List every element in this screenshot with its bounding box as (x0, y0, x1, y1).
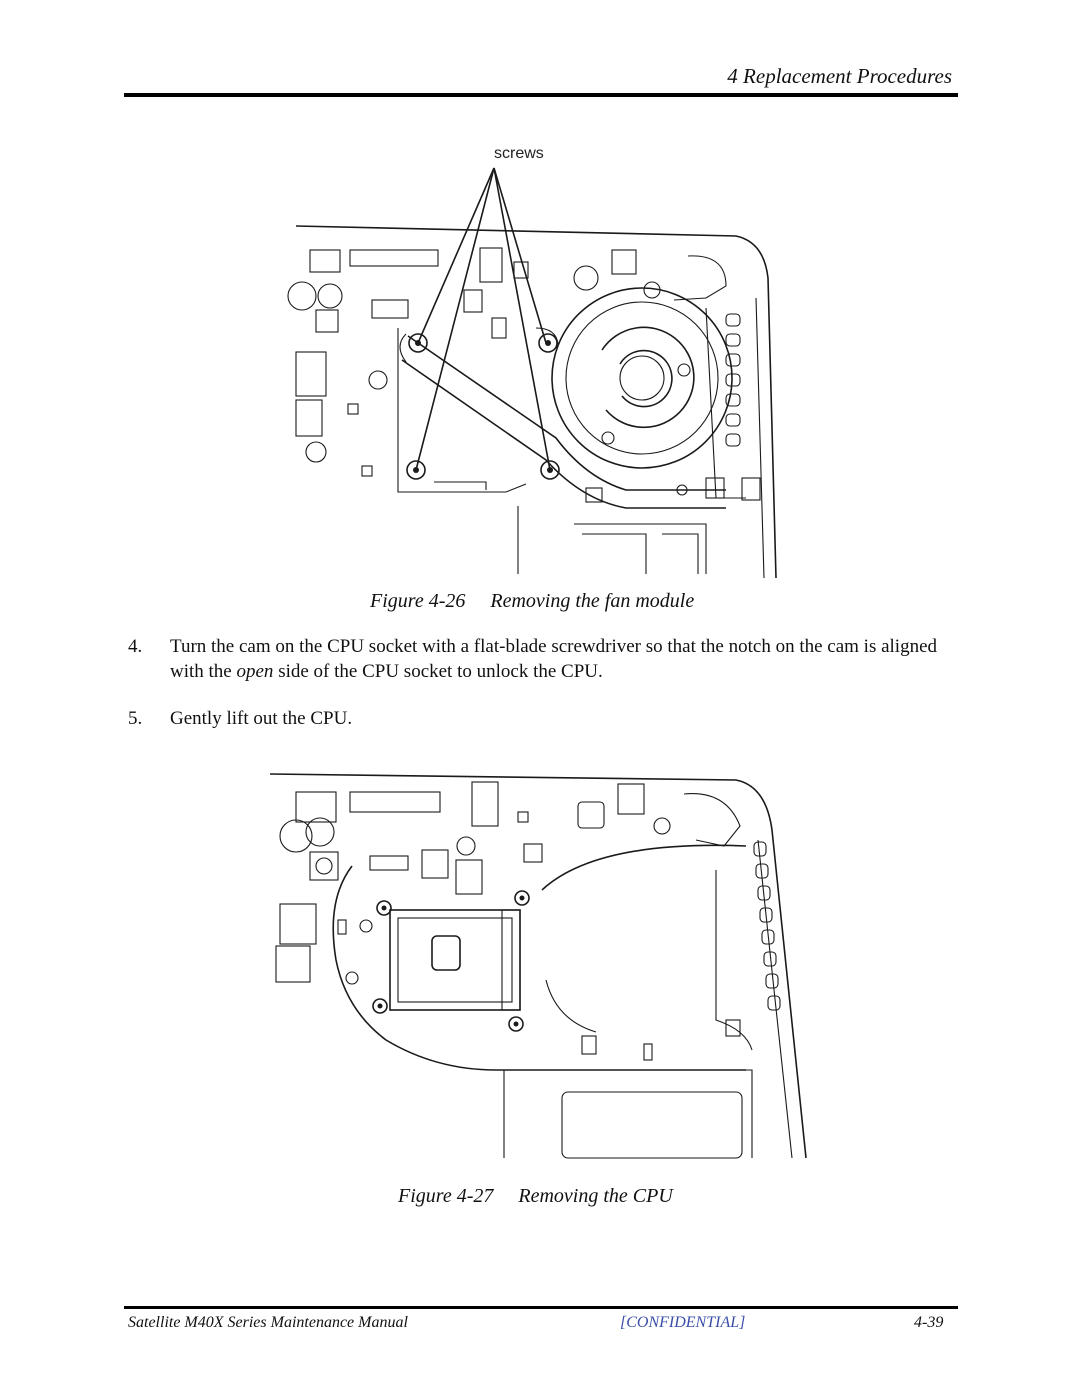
manual-title: Satellite M40X Series Maintenance Manual (128, 1314, 408, 1331)
header-rule (124, 93, 958, 97)
chassis-outline (295, 225, 777, 578)
footer-rule (124, 1306, 958, 1309)
screw-callout-line (417, 167, 495, 344)
step-number: 5. (128, 708, 143, 729)
screw-callout-line (415, 167, 495, 471)
screw (538, 333, 558, 353)
fan (551, 287, 733, 469)
screw-callout-line (493, 167, 551, 471)
chassis-outline (269, 773, 807, 1159)
step-5: 5. Gently lift out the CPU. (128, 706, 968, 731)
screw (514, 890, 530, 906)
figure-26-caption: Figure 4-26 Removing the fan module (370, 590, 695, 612)
screw (406, 460, 426, 480)
cpu-illustration (269, 773, 807, 1159)
screw (408, 333, 428, 353)
confidential-label: [CONFIDENTIAL] (620, 1314, 746, 1331)
figure-27-caption: Figure 4-27 Removing the CPU (398, 1185, 673, 1207)
screw (540, 460, 560, 480)
step-4: 4. Turn the cam on the CPU socket with a… (128, 634, 968, 684)
screw (376, 900, 392, 916)
screw (372, 998, 388, 1014)
fan-module-illustration: screws (287, 145, 777, 578)
screw-callout-line (493, 167, 547, 344)
screw (508, 1016, 524, 1032)
chapter-header: 4 Replacement Procedures (727, 64, 952, 88)
board-edge (332, 865, 746, 1071)
cpu-cam (431, 935, 461, 971)
step-number: 4. (128, 636, 143, 657)
step-text: Turn the cam on the CPU socket with a fl… (170, 636, 938, 682)
screws-callout-label: screws (494, 145, 544, 162)
open-emphasis: open (236, 661, 274, 682)
step-text: Gently lift out the CPU. (170, 708, 353, 729)
cpu-socket (389, 909, 521, 1011)
heat-pipe (407, 335, 726, 491)
page-number: 4-39 (914, 1314, 944, 1331)
